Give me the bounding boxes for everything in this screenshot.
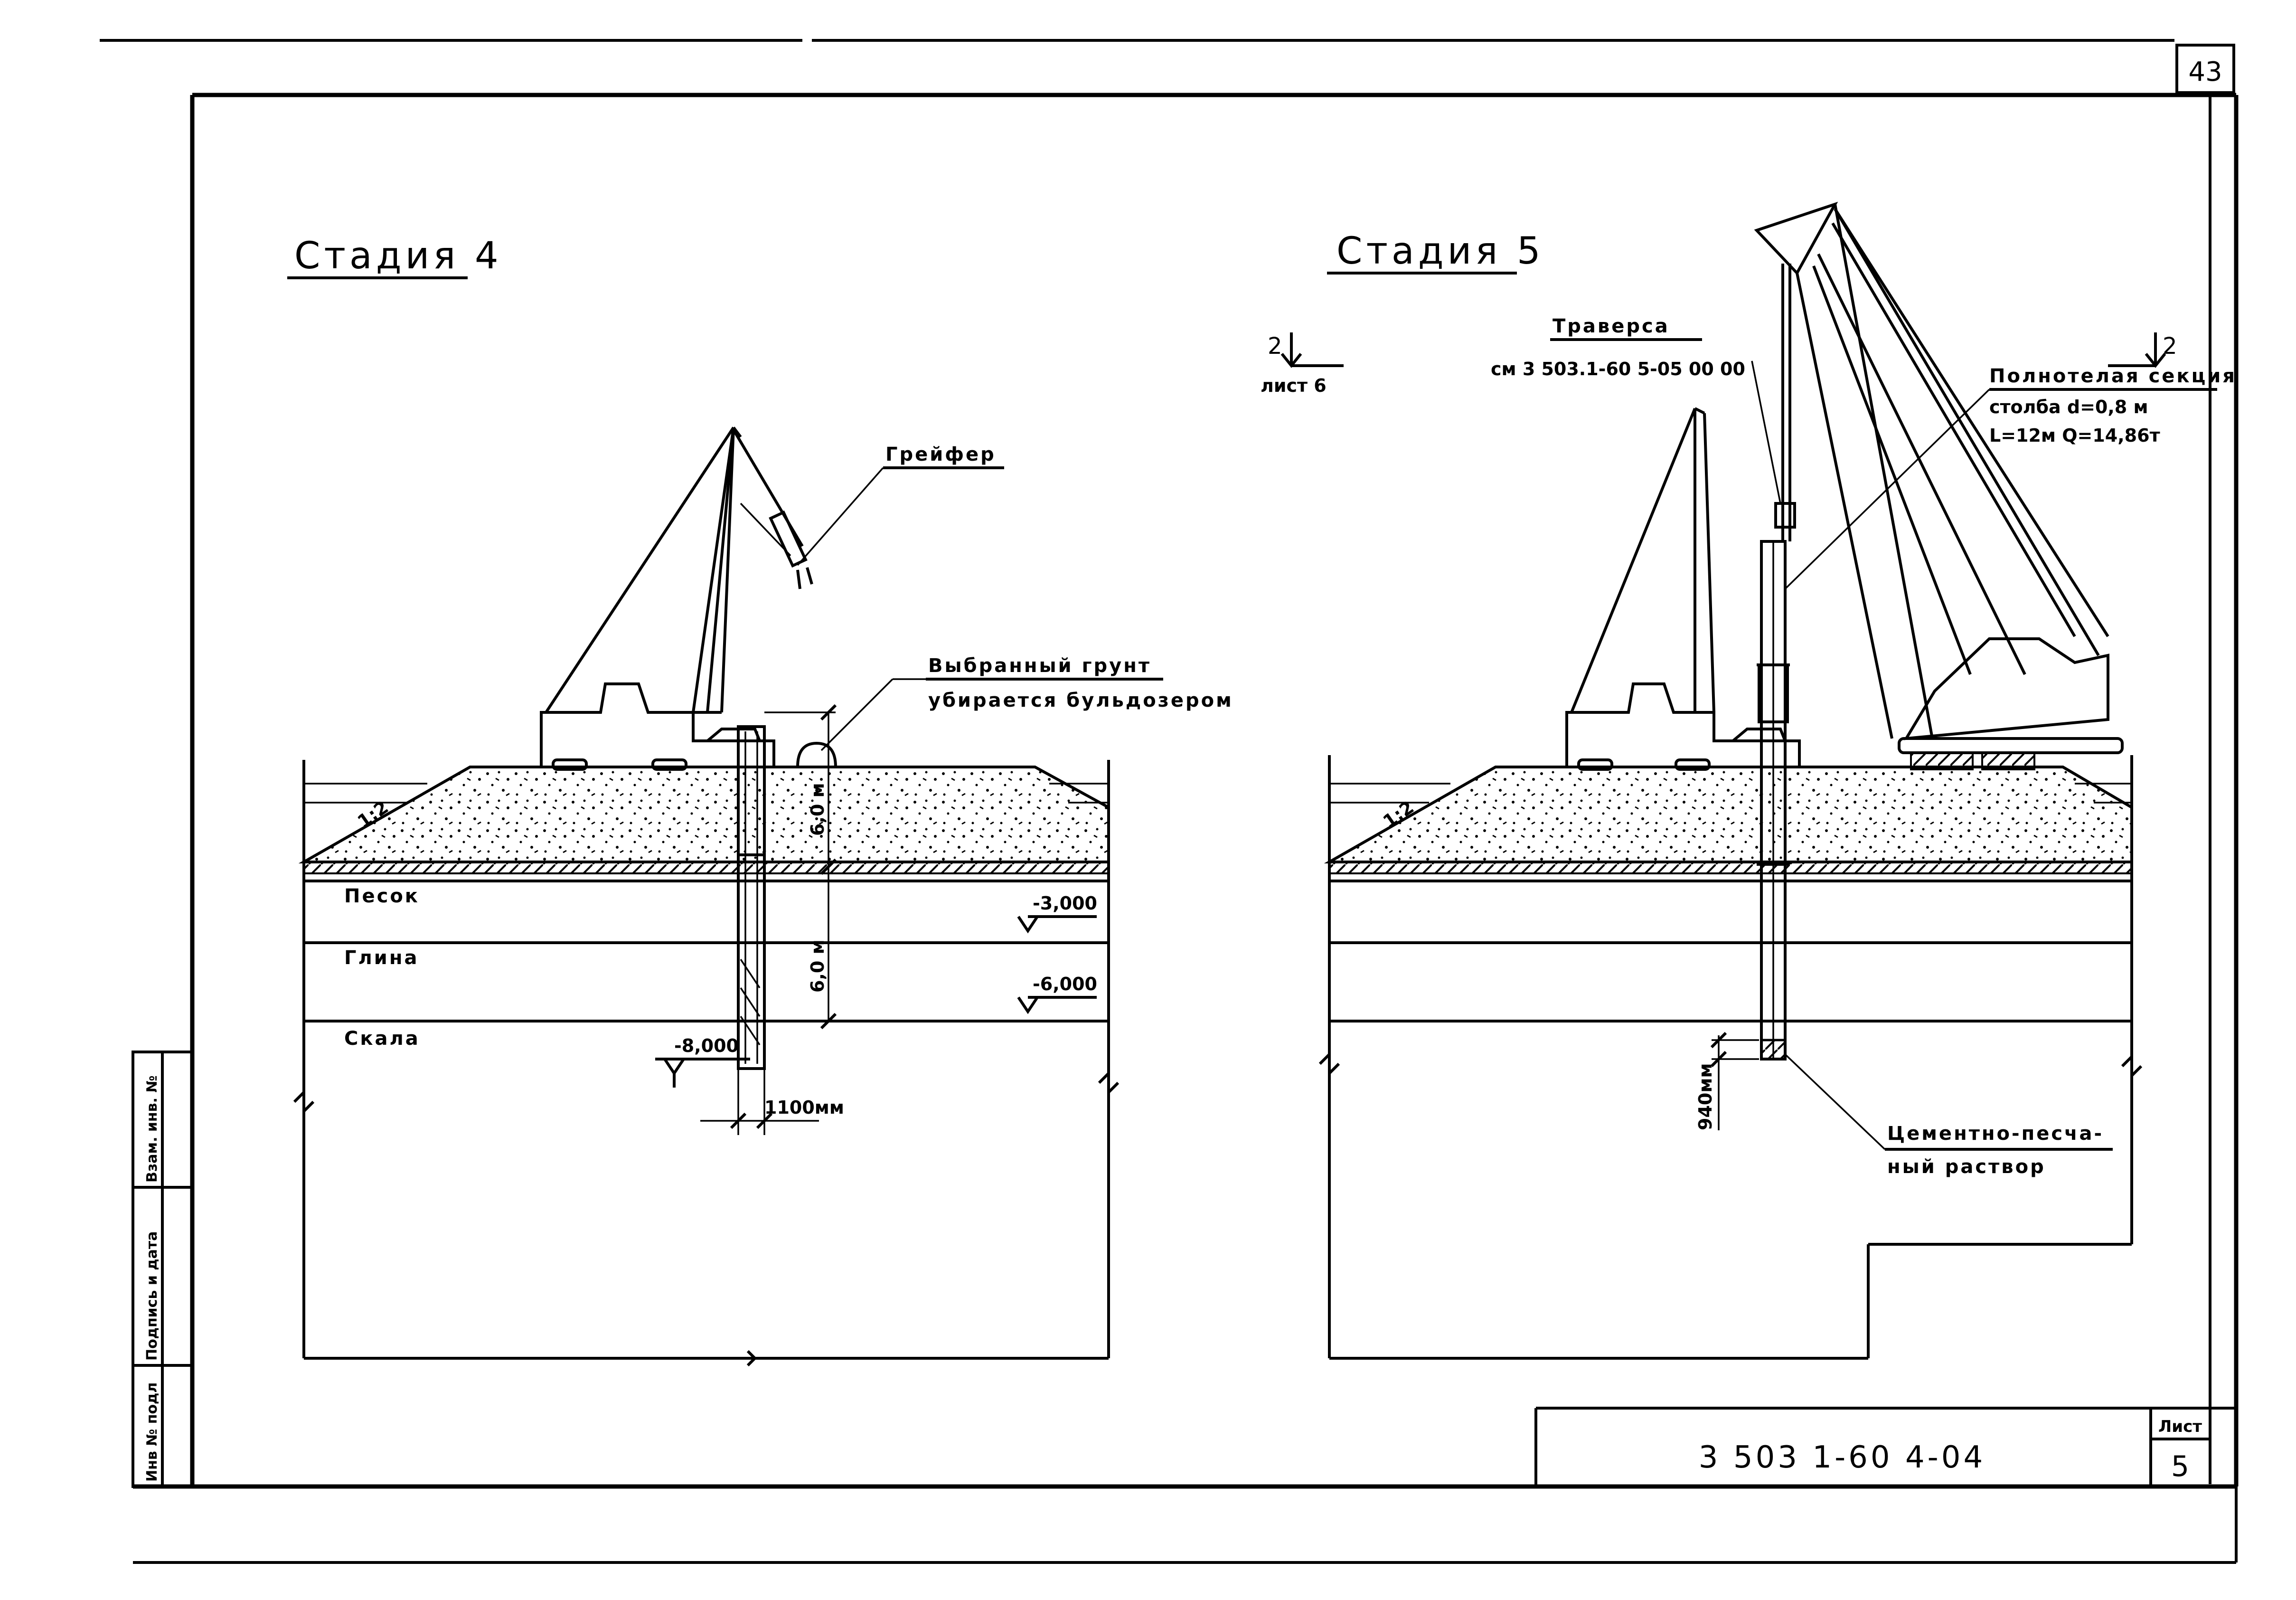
stage4-drawing: Стадия 4 1:2 Песок Глина Скала -3,000 -6… [287,235,1233,1367]
stage4-title: Стадия 4 [294,235,502,277]
stage5-section-mark-left: 2 [1268,333,1282,360]
stage5-mortar-line2: ный раствор [1887,1156,2046,1178]
stage5-mortar-line1: Цементно-песча- [1887,1123,2104,1145]
document-code: 3 503 1-60 4-04 [1699,1440,1985,1475]
title-block: 3 503 1-60 4-04 Лист 5 [1534,1407,2236,1486]
stage4-layer-sand: Песок [344,885,420,907]
sheet-label: Лист [2158,1417,2202,1436]
stage5-section-mark-right: 2 [2163,333,2177,360]
page-number: 43 [2188,57,2222,87]
stage5-traverse-ref: см 3 503.1-60 5-05 00 00 [1491,359,1745,379]
stage4-dim-lower: 6,0 м [807,939,828,993]
stage4-layer-clay: Глина [344,947,419,969]
stage4-elev-3: -3,000 [1033,893,1097,914]
stage5-depth-dim: 940мм [1695,1063,1716,1130]
stage5-section-ref: лист 6 [1261,375,1327,396]
sheet-frame [100,39,2239,1564]
stage4-grab-label: Грейфер [885,444,996,465]
stage5-drawing: Стадия 5 2 лист 6 2 1:2 [1261,201,2237,1360]
stage4-layer-rock: Скала [344,1028,420,1050]
stage4-excavated-line2: убирается бульдозером [928,690,1233,711]
sheet-number: 5 [2171,1450,2189,1483]
stage5-title: Стадия 5 [1336,230,1544,273]
stage4-dim-upper: 6,0 м [807,783,828,836]
stamp-inventory: Инв № подл [144,1382,160,1482]
stage4-elev-8: -8,000 [674,1035,739,1056]
page-number-box: 43 [2175,44,2235,94]
side-stamp: Инв № подл Подпись и дата Взам. инв. № [132,1051,194,1488]
stage4-diameter: 1100мм [764,1097,844,1118]
stage5-section-line1: столба d=0,8 м [1989,397,2148,417]
stage5-crawler-crane [1754,201,2124,770]
stage5-section-line2: L=12м Q=14,86т [1989,425,2160,446]
stamp-replace: Взам. инв. № [144,1075,160,1183]
stage5-section-title: Полнотелая секция [1989,365,2237,387]
stage4-excavated-line1: Выбранный грунт [928,655,1151,677]
stage5-traverse-label: Траверса [1553,315,1670,337]
stamp-signature: Подпись и дата [144,1231,160,1361]
stage4-elev-6: -6,000 [1033,974,1097,994]
stage4-crane [540,426,813,771]
stage5-small-crane [1565,407,1801,771]
